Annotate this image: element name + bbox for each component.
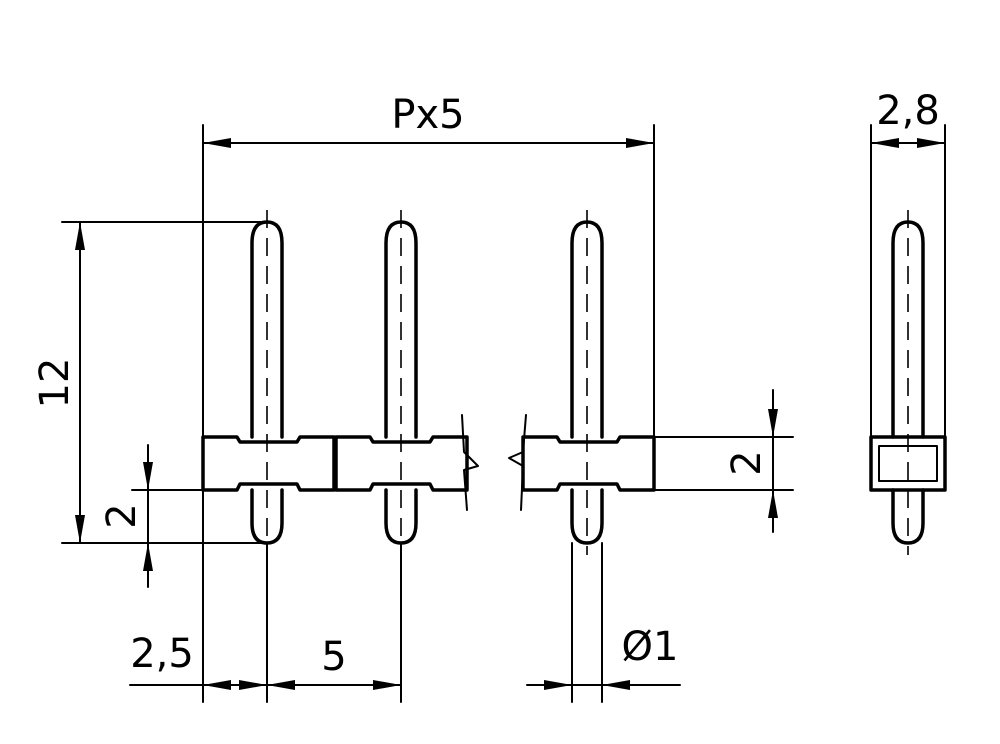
dimension-label-body-height: 2 xyxy=(724,450,770,475)
dimension-overall-length: Px5 xyxy=(202,92,655,438)
dimension-bottom-pin: 2 xyxy=(99,444,204,588)
pin-1 xyxy=(250,210,284,555)
dimension-label-overall: Px5 xyxy=(391,92,464,138)
housing-segment-2 xyxy=(334,435,469,492)
dimension-label-bottom-pin: 2 xyxy=(99,503,145,528)
dimension-body-height: 2 xyxy=(653,389,794,533)
pin-3 xyxy=(570,210,604,555)
pin-2 xyxy=(384,210,418,555)
dimension-label-edge-offset: 2,5 xyxy=(130,631,194,677)
break-mark-right xyxy=(508,414,527,511)
side-view xyxy=(869,210,947,555)
housing-segment-3 xyxy=(521,435,656,492)
housing-segment-1 xyxy=(201,435,336,492)
dimension-side-width: 2,8 xyxy=(870,88,946,438)
break-mark-left xyxy=(461,414,479,511)
dimension-label-pin-height: 12 xyxy=(32,358,78,409)
dimension-pin-diameter: Ø1 xyxy=(526,542,681,703)
dimension-pin-height: 12 xyxy=(32,221,268,544)
front-view xyxy=(201,210,656,555)
dimension-label-side-width: 2,8 xyxy=(876,88,940,134)
dimension-label-pin-diameter: Ø1 xyxy=(622,624,679,670)
dimension-label-pitch: 5 xyxy=(321,634,346,680)
dimension-edge-and-pitch: 2,5 5 xyxy=(129,489,402,703)
